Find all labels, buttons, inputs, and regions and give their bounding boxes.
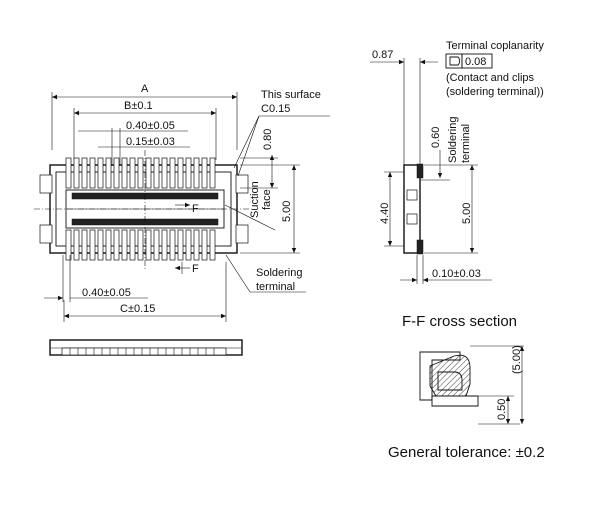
coplanarity-symbol-icon (449, 56, 460, 66)
dim-pad-height-label: 0.80 (262, 129, 274, 150)
dim-060-label: 0.60 (430, 127, 442, 148)
bottom-pin-row (65, 229, 216, 261)
front-view (49, 339, 243, 356)
left-clip-top (39, 174, 53, 194)
surface-note-line2: C0.15 (261, 103, 290, 115)
side-view: 0.87 Terminal coplanarity 0.08 (Contact … (370, 40, 544, 284)
right-clip-bottom (235, 224, 249, 244)
section-view: F-F cross section 0.50 (5.00) (402, 313, 525, 425)
dim-pitch-top-label: 0.40±0.05 (126, 120, 175, 132)
plan-view: A B±0.1 0.40±0.05 0.15±0.03 (34, 83, 330, 322)
section-dim-050-label: 0.50 (496, 399, 508, 420)
section-mark-bottom: F (192, 263, 199, 275)
top-pin-row (65, 157, 216, 189)
dim-height-outer-label: 5.00 (281, 201, 293, 222)
plan-soldering-line1: Soldering (256, 267, 302, 279)
general-tolerance: General tolerance: ±0.2 (388, 444, 545, 461)
dim-a-label: A (141, 83, 149, 95)
side-dim-500-label: 5.00 (461, 203, 473, 224)
left-clip-bottom (39, 224, 53, 244)
dim-440-label: 4.40 (379, 203, 391, 224)
dim-087-label: 0.87 (372, 49, 393, 61)
dim-width-label: 0.15±0.03 (126, 136, 175, 148)
section-dim-500-label: (5.00) (511, 345, 523, 374)
suction-label-line2: face (261, 189, 273, 210)
coplanarity-note-line2: (soldering terminal)) (446, 86, 544, 98)
side-soldering-line1: Soldering (447, 117, 459, 163)
section-mark-top: F (192, 203, 199, 215)
surface-note-line1: This surface (261, 89, 321, 101)
suction-label-line1: Suction (249, 181, 261, 218)
plan-soldering-line2: terminal (256, 281, 295, 293)
right-clip-top (235, 174, 249, 194)
side-soldering-line2: terminal (460, 124, 472, 163)
side-body (403, 164, 421, 254)
dim-010-label: 0.10±0.03 (432, 268, 481, 280)
dim-c-label: C±0.15 (120, 303, 155, 315)
coplanarity-note-line1: (Contact and clips (446, 72, 535, 84)
coplanarity-value: 0.08 (465, 56, 486, 68)
section-title: F-F cross section (402, 313, 517, 330)
dim-b-label: B±0.1 (124, 100, 153, 112)
coplanarity-title: Terminal coplanarity (446, 40, 544, 52)
dim-pitch-bottom-label: 0.40±0.05 (82, 287, 131, 299)
